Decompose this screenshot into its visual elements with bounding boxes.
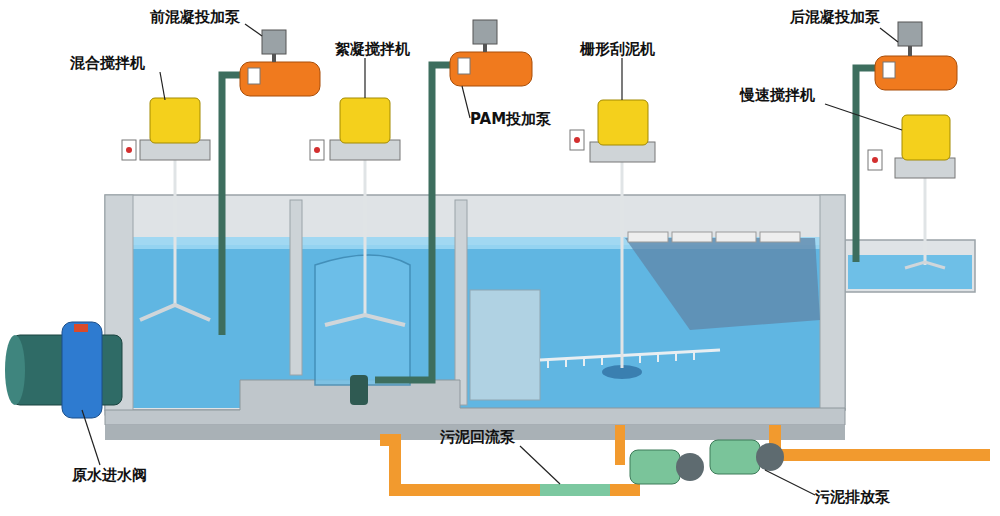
part-label: 污泥排放泵 xyxy=(815,488,890,506)
scraper-rake xyxy=(540,350,720,379)
shaft xyxy=(364,160,367,315)
inclined-plates xyxy=(625,232,820,330)
control-box xyxy=(458,58,470,74)
control-box xyxy=(248,68,260,84)
trough-water xyxy=(848,255,972,289)
plate-pack xyxy=(625,238,820,330)
shaft xyxy=(924,178,927,265)
plate xyxy=(716,232,756,242)
sludge-pump xyxy=(630,450,704,484)
dosing-pipe xyxy=(222,75,245,335)
control-box xyxy=(310,140,324,160)
button xyxy=(314,147,320,153)
part-label: 栅形刮泥机 xyxy=(580,40,655,58)
valve-handle xyxy=(74,324,88,332)
motor xyxy=(150,98,200,143)
sludge-pipe xyxy=(775,425,990,455)
plate xyxy=(672,232,712,242)
pump-head xyxy=(262,30,286,54)
leader-line xyxy=(160,72,165,100)
leader-line xyxy=(520,446,560,484)
mixer xyxy=(310,98,405,325)
dosing-pump xyxy=(875,22,957,90)
tank-back xyxy=(105,195,845,410)
control-box xyxy=(122,140,136,160)
tank-floor xyxy=(105,380,845,425)
pump-stem xyxy=(908,46,912,56)
dosing-pump xyxy=(450,20,532,86)
pump-head xyxy=(898,22,922,46)
pump-body xyxy=(450,52,532,86)
baffle xyxy=(470,290,540,400)
pipe-end xyxy=(5,335,25,405)
dosing-pump xyxy=(240,30,320,96)
dosing-pipe xyxy=(856,68,880,262)
part-label: 混合搅拌机 xyxy=(70,54,145,72)
shaft xyxy=(174,160,177,305)
sludge-pump xyxy=(710,440,784,474)
pump-body xyxy=(240,62,320,96)
pump-stem xyxy=(483,44,487,52)
pump-body xyxy=(710,440,760,474)
button xyxy=(126,147,132,153)
motor xyxy=(340,98,390,143)
leader-line xyxy=(245,24,262,36)
leader-lines xyxy=(82,24,902,495)
part-label: 后混凝投加泵 xyxy=(790,8,880,26)
leader-line xyxy=(825,104,902,130)
part-label: 污泥回流泵 xyxy=(440,428,515,446)
leader-line xyxy=(621,58,622,100)
part-label: 絮凝搅拌机 xyxy=(335,40,410,58)
dosing-pipe xyxy=(375,65,455,380)
motor xyxy=(902,115,950,160)
button xyxy=(574,137,580,143)
leader-line xyxy=(880,28,898,42)
mount xyxy=(895,158,955,178)
control-box xyxy=(883,62,895,78)
part-label: PAM投加泵 xyxy=(470,110,551,128)
inlet-valve xyxy=(5,322,122,418)
pipe-inlet xyxy=(350,375,368,405)
pump-motor xyxy=(756,443,784,471)
divider-wall xyxy=(290,200,302,375)
divider-wall xyxy=(455,200,467,405)
plate xyxy=(760,232,800,242)
flocculation-drum xyxy=(315,255,410,385)
control-box xyxy=(868,150,882,170)
sludge-pipe xyxy=(380,440,640,490)
sludge-pipe xyxy=(615,425,625,465)
pump-body xyxy=(630,450,680,484)
right-wall xyxy=(820,195,845,410)
impeller xyxy=(140,305,210,320)
button xyxy=(872,157,878,163)
part-label: 前混凝投加泵 xyxy=(150,8,240,26)
part-label: 慢速搅拌机 xyxy=(740,86,815,104)
control-box xyxy=(570,130,584,150)
pump-motor xyxy=(676,453,704,481)
part-label: 原水进水阀 xyxy=(72,466,147,484)
scraper-drive xyxy=(570,100,655,368)
leader-line xyxy=(82,410,100,465)
leader-line xyxy=(462,86,470,118)
outlet-trough xyxy=(845,240,975,292)
impeller xyxy=(325,315,405,325)
leader-line xyxy=(364,58,365,98)
sludge-pipe-section xyxy=(540,484,610,496)
pump-body xyxy=(875,56,957,90)
leader-line xyxy=(765,470,815,495)
slow-mixer xyxy=(868,115,955,268)
plate xyxy=(628,232,668,242)
valve-ring xyxy=(62,322,102,418)
pump-head xyxy=(473,20,497,44)
pump-stem xyxy=(272,54,276,62)
motor xyxy=(598,100,648,145)
impeller xyxy=(905,262,945,268)
mixer xyxy=(122,98,210,320)
shaft xyxy=(621,162,624,368)
